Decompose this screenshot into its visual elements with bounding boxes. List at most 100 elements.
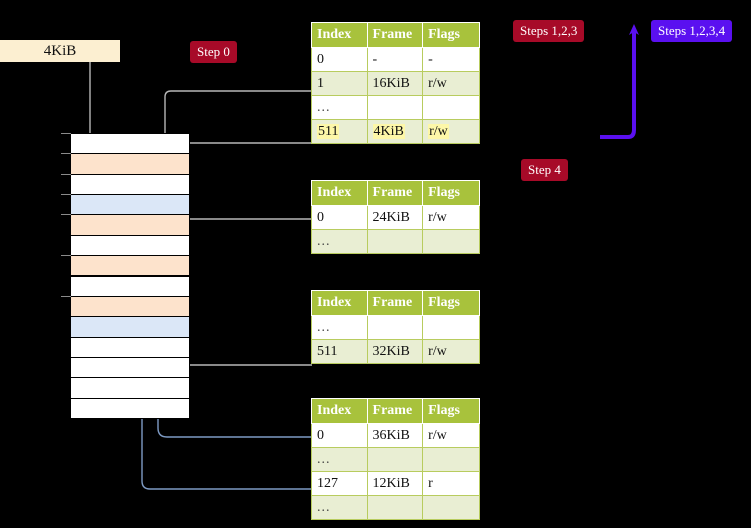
memory-block-label: 4KiB [43, 43, 77, 59]
memory-frame-row [70, 153, 190, 175]
table-cell [422, 95, 480, 120]
table-cell [422, 315, 480, 340]
ellipsis-marker: ... [317, 233, 331, 249]
column-header-frame: Frame [366, 290, 424, 316]
table-cell: 0 [311, 47, 368, 72]
memory-frame-row [70, 234, 190, 257]
memory-frame-row [70, 377, 190, 399]
table-cell [366, 229, 424, 254]
table-cell: - [366, 47, 424, 72]
memory-frame-row [70, 275, 190, 297]
wire-pml4-row511-to-memory [175, 142, 312, 156]
table-cell: 0 [311, 205, 368, 230]
table-row: ... [311, 229, 480, 254]
physical-memory-column [61, 133, 190, 419]
table-cell: r/w [422, 339, 480, 364]
badge-step-0-label: Step 0 [197, 44, 230, 59]
column-header-flags: Flags [422, 290, 480, 316]
memory-row-tick [61, 255, 71, 257]
arrow-steps-loop [600, 24, 639, 139]
table-cell: r/w [422, 205, 480, 230]
table-cell: r [422, 471, 480, 496]
table-cell [422, 229, 480, 254]
memory-frame-row [70, 356, 190, 379]
column-header-frame: Frame [366, 398, 424, 424]
memory-column-divider [189, 133, 190, 418]
highlighted-value: 511 [317, 123, 340, 139]
table-cell: 12KiB [366, 471, 424, 496]
memory-frame-row [70, 194, 190, 216]
table-cell: - [422, 47, 480, 72]
badge-steps-1234-label: Steps 1,2,3,4 [658, 23, 726, 38]
column-header-flags: Flags [422, 398, 480, 424]
memory-row-tick [61, 194, 71, 196]
memory-frame-row [70, 397, 190, 419]
table-cell: 127 [311, 471, 368, 496]
table-cell: 36KiB [366, 423, 424, 448]
column-header-index: Index [311, 290, 368, 316]
table-cell: 16KiB [366, 71, 424, 96]
column-header-flags: Flags [422, 22, 480, 48]
column-header-flags: Flags [422, 180, 480, 206]
badge-steps-123: Steps 1,2,3 [513, 20, 585, 42]
memory-frame-row [70, 214, 190, 236]
column-header-frame: Frame [366, 180, 424, 206]
table-cell [422, 495, 480, 520]
wire-pdpt-row0-to-memory [175, 218, 312, 257]
table-cell: ... [311, 447, 368, 472]
table-cell [422, 447, 480, 472]
table-cell: 1 [311, 71, 368, 96]
badge-step-4-label: Step 4 [528, 162, 561, 177]
table-cell: 511 [311, 339, 368, 364]
table-cell: r/w [422, 119, 480, 144]
memory-row-tick [61, 295, 71, 297]
memory-frame-row [70, 336, 190, 358]
table-cell: ... [311, 229, 368, 254]
column-header-index: Index [311, 180, 368, 206]
memory-frame-row [70, 173, 190, 196]
memory-row-tick [61, 133, 71, 134]
badge-step-4: Step 4 [521, 159, 568, 181]
ellipsis-marker: ... [317, 499, 331, 515]
memory-row-tick [61, 173, 71, 175]
table-row: ... [311, 315, 480, 340]
table-cell [366, 95, 424, 120]
memory-row-tick [61, 153, 71, 155]
table-cell: 0 [311, 423, 368, 448]
badge-step-0: Step 0 [190, 41, 237, 63]
column-header-index: Index [311, 398, 368, 424]
highlighted-value: r/w [428, 123, 449, 139]
badge-steps-123-label: Steps 1,2,3 [520, 23, 578, 38]
ellipsis-marker: ... [317, 99, 331, 115]
highlighted-value: 4KiB [372, 123, 405, 139]
table-cell: r/w [422, 71, 480, 96]
table-cell [366, 447, 424, 472]
table-row: 511 4KiB r/w [311, 119, 480, 144]
wire-pd-row511-to-memory [175, 308, 312, 366]
table-cell: ... [311, 315, 368, 340]
column-header-frame: Frame [366, 22, 424, 48]
table-cell: r/w [422, 423, 480, 448]
ellipsis-marker: ... [317, 319, 331, 335]
memory-frame-row [70, 295, 190, 318]
table-cell: ... [311, 95, 368, 120]
table-cell: 24KiB [366, 205, 424, 230]
table-row: ... [311, 495, 480, 520]
table-row: ... [311, 95, 480, 120]
memory-frame-row [70, 255, 190, 277]
table-cell: 32KiB [366, 339, 424, 364]
table-row: 0-- [311, 47, 480, 72]
